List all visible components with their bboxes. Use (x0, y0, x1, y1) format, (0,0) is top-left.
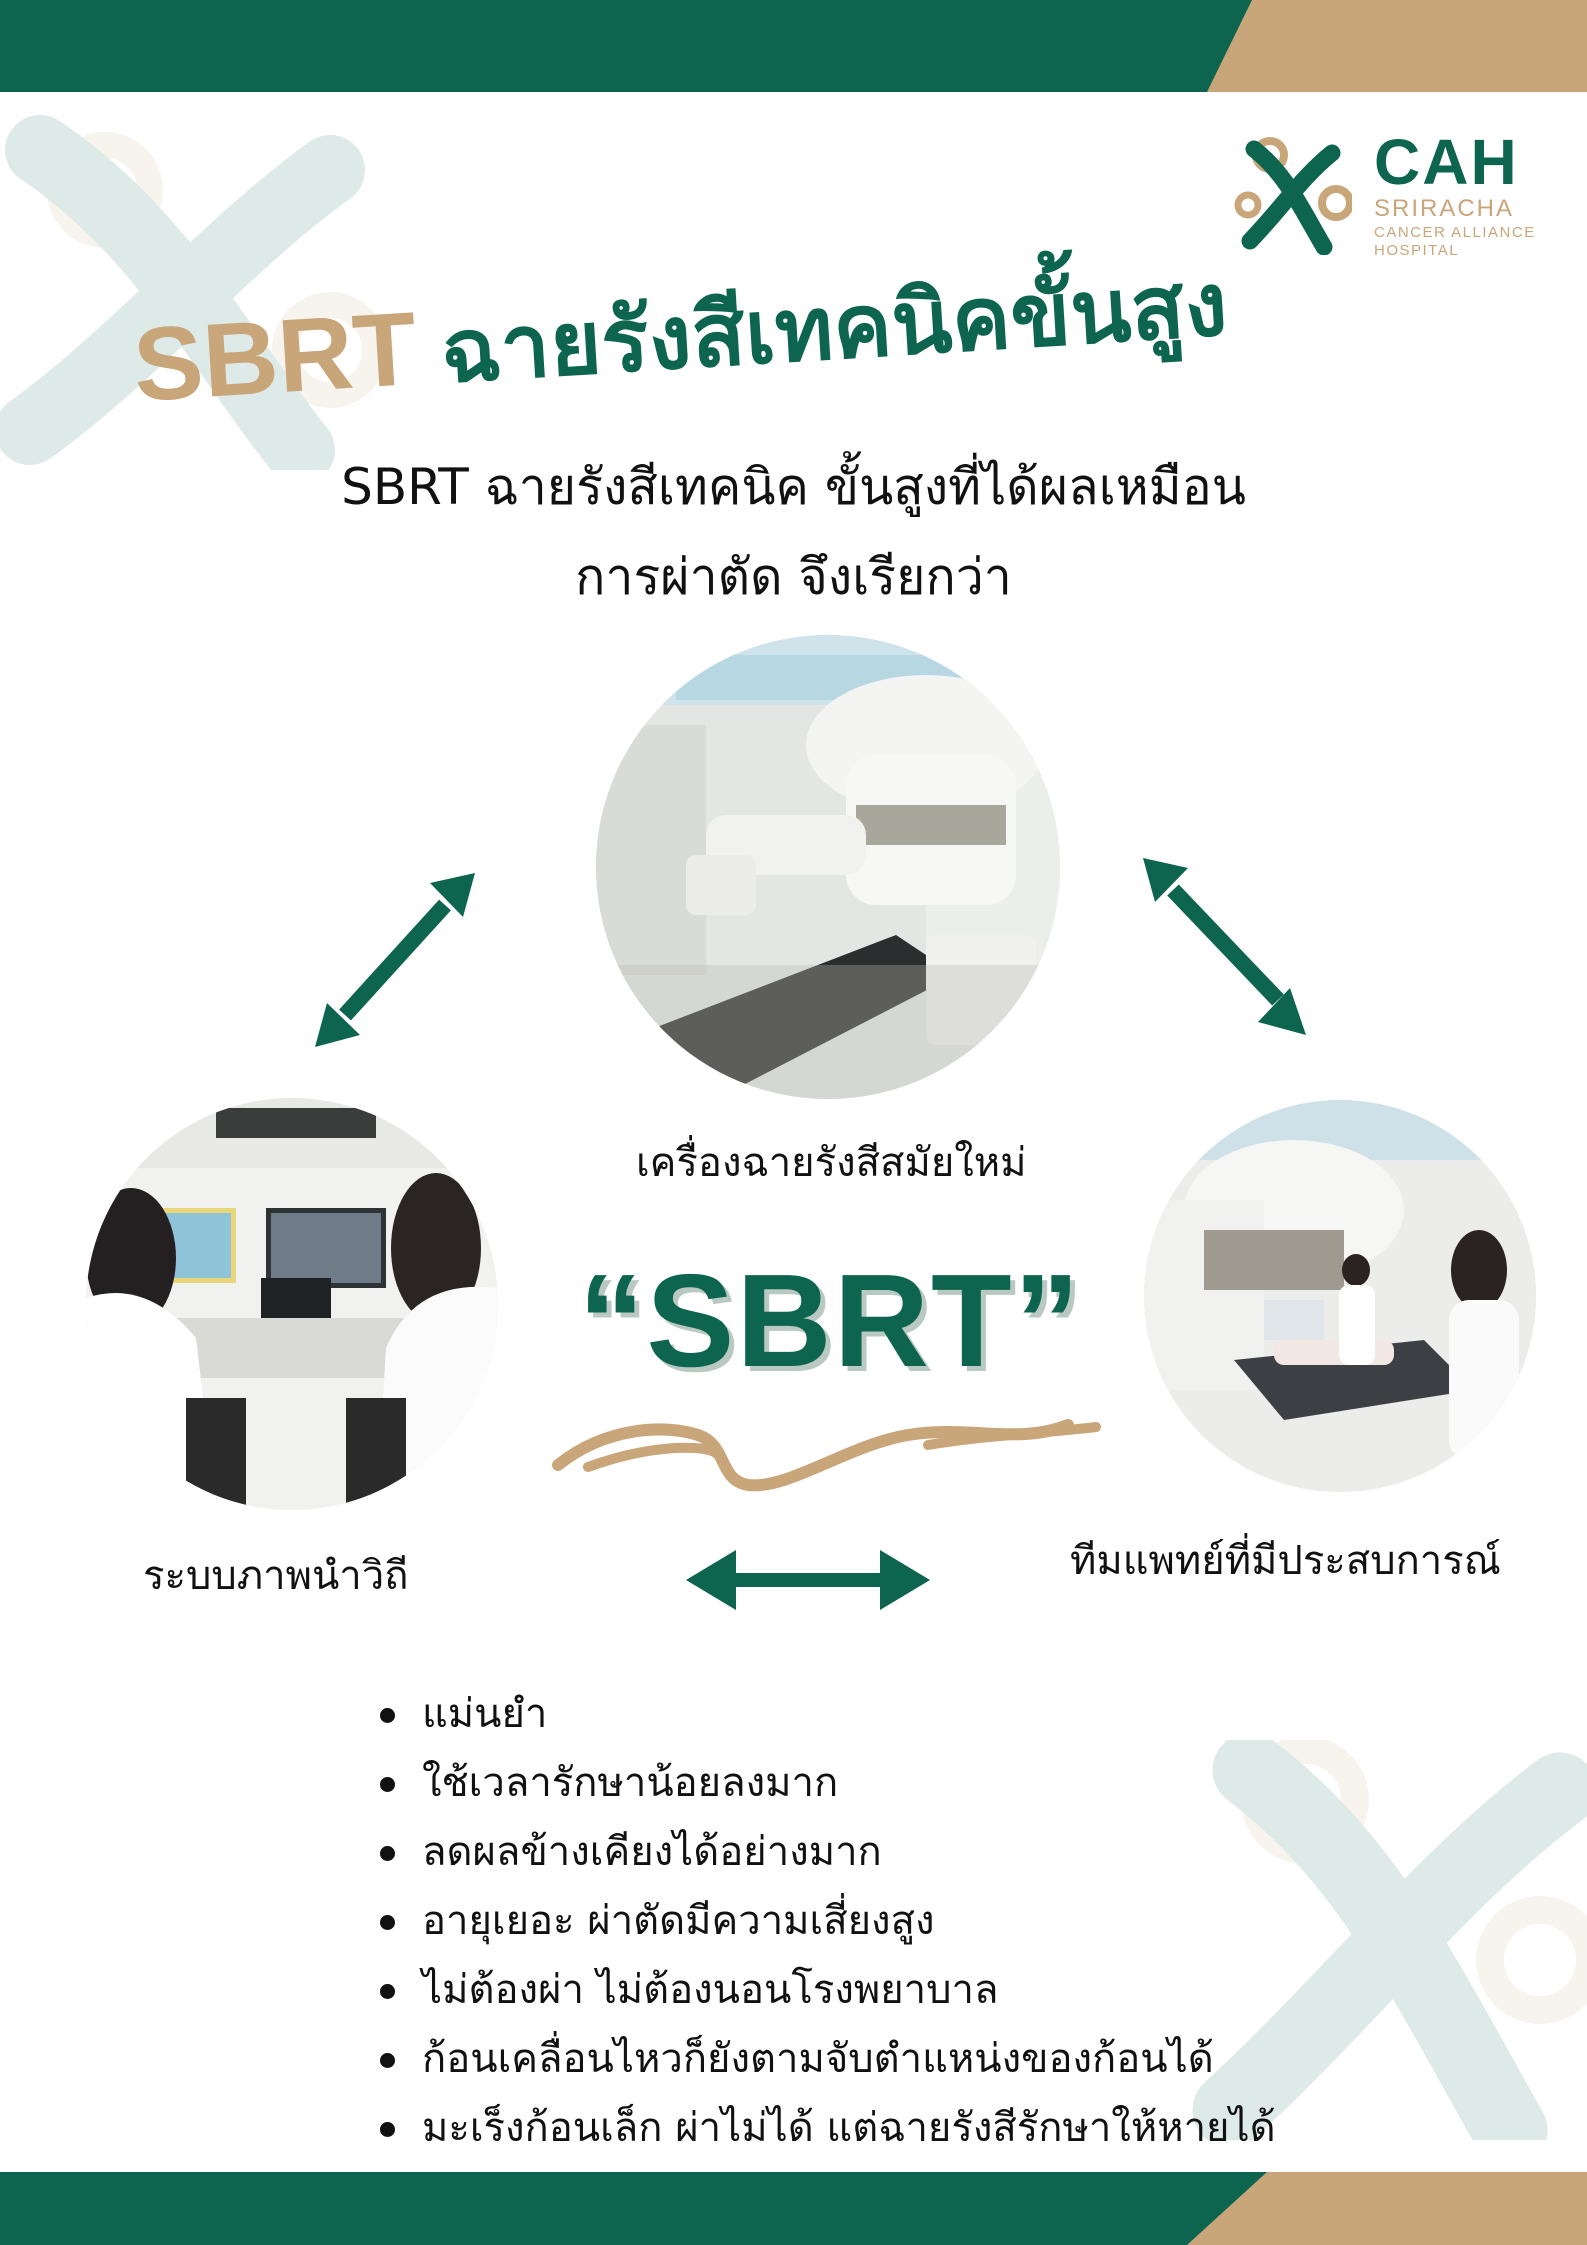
hospital-logo: CAH SRIRACHA CANCER ALLIANCE HOSPITAL (1232, 130, 1562, 260)
logo-name: CAH (1374, 126, 1519, 198)
logo-tagline-2: HOSPITAL (1374, 242, 1460, 259)
list-item-text: มะเร็งก้อนเล็ก ผ่าไม่ได้ แต่ฉายรังสีรักษ… (422, 2105, 1276, 2151)
bullet-icon (380, 1984, 395, 1999)
bullet-icon (380, 1777, 395, 1792)
headline-thai: ฉายรังสีเทคนิคขั้นสูง (437, 252, 1231, 404)
cah-logo-icon (1234, 137, 1352, 255)
list-item: อายุเยอะ ผ่าตัดมีความเสี่ยงสูง (380, 1887, 1276, 1956)
list-item: มะเร็งก้อนเล็ก ผ่าไม่ได้ แต่ฉายรังสีรักษ… (380, 2094, 1276, 2163)
list-item: ใช้เวลารักษาน้อยลงมาก (380, 1749, 1276, 1818)
caption-team: ทีมแพทย์ที่มีประสบการณ์ (1070, 1538, 1501, 1584)
center-title: “SBRT” (578, 1247, 1082, 1394)
bullet-icon (380, 1915, 395, 1930)
logo-city: SRIRACHA (1374, 195, 1515, 222)
machine-photo (596, 635, 1060, 1099)
double-arrow-right-icon (1143, 858, 1306, 1035)
subtitle-line-2: การผ่าตัด จึงเรียกว่า (575, 548, 1012, 606)
list-item-text: ลดผลข้างเคียงได้อย่างมาก (422, 1829, 882, 1875)
list-item: แม่นยำ (380, 1680, 1276, 1749)
logo-tagline: CANCER ALLIANCE (1374, 224, 1536, 241)
headline-sbrt: SBRT (130, 290, 420, 424)
imaging-system-photo (86, 1098, 498, 1510)
list-item-text: แม่นยำ (422, 1691, 548, 1737)
bottom-corner-accent (1187, 2172, 1587, 2245)
list-item-text: ก้อนเคลื่อนไหวก็ยังตามจับตำแหน่งของก้อนไ… (422, 2036, 1214, 2082)
list-item-text: ไม่ต้องผ่า ไม่ต้องนอนโรงพยาบาล (422, 1967, 999, 2013)
caption-imaging: ระบบภาพนำวิถี (143, 1553, 409, 1599)
medical-team-photo (1144, 1100, 1536, 1492)
list-item-text: ใช้เวลารักษาน้อยลงมาก (422, 1760, 839, 1806)
watermark-logo-bottom-right (1192, 1740, 1587, 2140)
caption-machine: เครื่องฉายรังสีสมัยใหม่ (636, 1140, 1027, 1186)
squiggle-decoration-icon (552, 1419, 1101, 1492)
list-item-text: อายุเยอะ ผ่าตัดมีความเสี่ยงสูง (422, 1898, 935, 1944)
bullet-icon (380, 1846, 395, 1861)
list-item: ลดผลข้างเคียงได้อย่างมาก (380, 1818, 1276, 1887)
benefits-list: แม่นยำ ใช้เวลารักษาน้อยลงมาก ลดผลข้างเคี… (380, 1680, 1276, 2163)
list-item: ไม่ต้องผ่า ไม่ต้องนอนโรงพยาบาล (380, 1956, 1276, 2025)
list-item: ก้อนเคลื่อนไหวก็ยังตามจับตำแหน่งของก้อนไ… (380, 2025, 1276, 2094)
watermark-logo-top-left (0, 115, 380, 470)
bullet-icon (380, 1708, 395, 1723)
bullet-icon (380, 2053, 395, 2068)
bullet-icon (380, 2122, 395, 2137)
double-arrow-horizontal-icon (686, 1550, 930, 1610)
top-corner-accent (1207, 0, 1587, 92)
subtitle-line-1: SBRT ฉายรังสีเทคนิค ขั้นสูงที่ได้ผลเหมือ… (341, 458, 1246, 516)
double-arrow-left-icon (315, 873, 475, 1047)
